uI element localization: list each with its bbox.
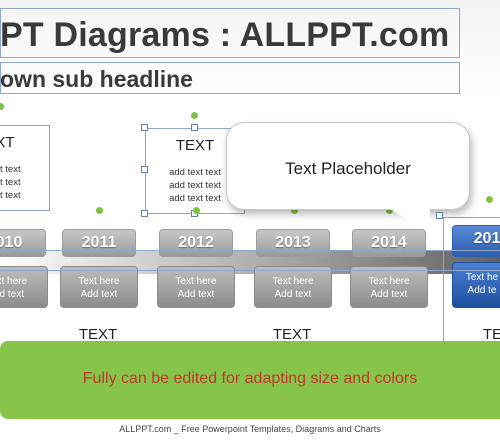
- resize-handle[interactable]: [436, 212, 443, 219]
- year-box[interactable]: 010: [0, 229, 46, 257]
- timeline-item[interactable]: ext here dd text: [0, 266, 48, 308]
- year-box[interactable]: 2013: [256, 229, 330, 257]
- text-box[interactable]: EXT d text text d text text d text text: [0, 125, 50, 211]
- item-line: Text he: [465, 272, 499, 283]
- timeline-bottom-label: TEXT: [482, 326, 500, 343]
- item-line: Add text: [177, 289, 215, 300]
- item-line: Add text: [370, 289, 408, 300]
- timeline-item[interactable]: Text here Add text: [60, 266, 138, 308]
- rotation-handle[interactable]: [191, 112, 198, 119]
- resize-handle[interactable]: [141, 124, 148, 131]
- resize-handle[interactable]: [191, 124, 198, 131]
- slide-footer: ALLPPT.com _ Free Powerpoint Templates, …: [119, 424, 381, 434]
- resize-handle[interactable]: [141, 166, 148, 173]
- rotation-handle[interactable]: [96, 207, 103, 214]
- title-selection-frame: [0, 8, 460, 58]
- item-line: Text here: [368, 276, 410, 287]
- text-box-line: add text text: [169, 180, 221, 191]
- item-line: Text here: [272, 276, 314, 287]
- item-line: Text here: [78, 276, 120, 287]
- text-placeholder-callout[interactable]: Text Placeholder: [226, 122, 470, 210]
- text-box-line: d text text: [0, 177, 21, 188]
- item-line: Add text: [274, 289, 312, 300]
- timeline-item-active[interactable]: Text he Add te: [452, 262, 500, 308]
- year-label: 201: [473, 230, 500, 247]
- callout-text: Text Placeholder: [285, 159, 411, 178]
- year-label: 2011: [81, 234, 117, 251]
- rotation-handle[interactable]: [386, 207, 393, 214]
- text-box-title: EXT: [0, 134, 15, 151]
- year-box[interactable]: 2011: [62, 229, 136, 257]
- timeline-item[interactable]: Text here Add text: [254, 266, 332, 308]
- rotation-handle[interactable]: [193, 207, 200, 214]
- item-line: Text here: [175, 276, 217, 287]
- rotation-handle[interactable]: [486, 196, 493, 203]
- item-line: dd text: [0, 289, 25, 300]
- year-label: 2012: [178, 234, 214, 251]
- rotation-handle[interactable]: [291, 207, 298, 214]
- timeline-bottom-label: TEXT: [272, 326, 312, 343]
- year-label: 2014: [371, 234, 407, 251]
- text-box-line: add text text: [169, 167, 221, 178]
- timeline-bottom-label: TEXT: [78, 326, 118, 343]
- rotation-handle[interactable]: [0, 103, 4, 110]
- text-box-title: TEXT: [175, 137, 215, 154]
- guide-line: [0, 270, 500, 271]
- text-box-line: d text text: [0, 190, 21, 201]
- banner-text: Fully can be edited for adapting size an…: [82, 370, 418, 387]
- timeline-item[interactable]: Text here Add text: [350, 266, 428, 308]
- text-box-line: add text text: [169, 193, 221, 204]
- info-banner[interactable]: Fully can be edited for adapting size an…: [0, 341, 500, 419]
- year-label: 2013: [275, 234, 311, 251]
- year-box[interactable]: 2014: [352, 229, 426, 257]
- subtitle-selection-frame: [0, 62, 460, 94]
- year-label: 010: [0, 234, 23, 251]
- title-band: [0, 0, 500, 110]
- year-box[interactable]: 2012: [159, 229, 233, 257]
- slide-title[interactable]: PT Diagrams : ALLPPT.com: [0, 16, 450, 54]
- timeline-item[interactable]: Text here Add text: [157, 266, 235, 308]
- item-line: ext here: [0, 276, 28, 287]
- resize-handle[interactable]: [141, 210, 148, 217]
- item-line: Add text: [80, 289, 118, 300]
- item-line: Add te: [467, 285, 497, 296]
- slide-subtitle[interactable]: own sub headline: [0, 66, 193, 92]
- callout-tail: [390, 209, 430, 233]
- year-box-active[interactable]: 201: [452, 225, 500, 257]
- guide-line: [0, 250, 500, 251]
- text-box-line: d text text: [0, 164, 21, 175]
